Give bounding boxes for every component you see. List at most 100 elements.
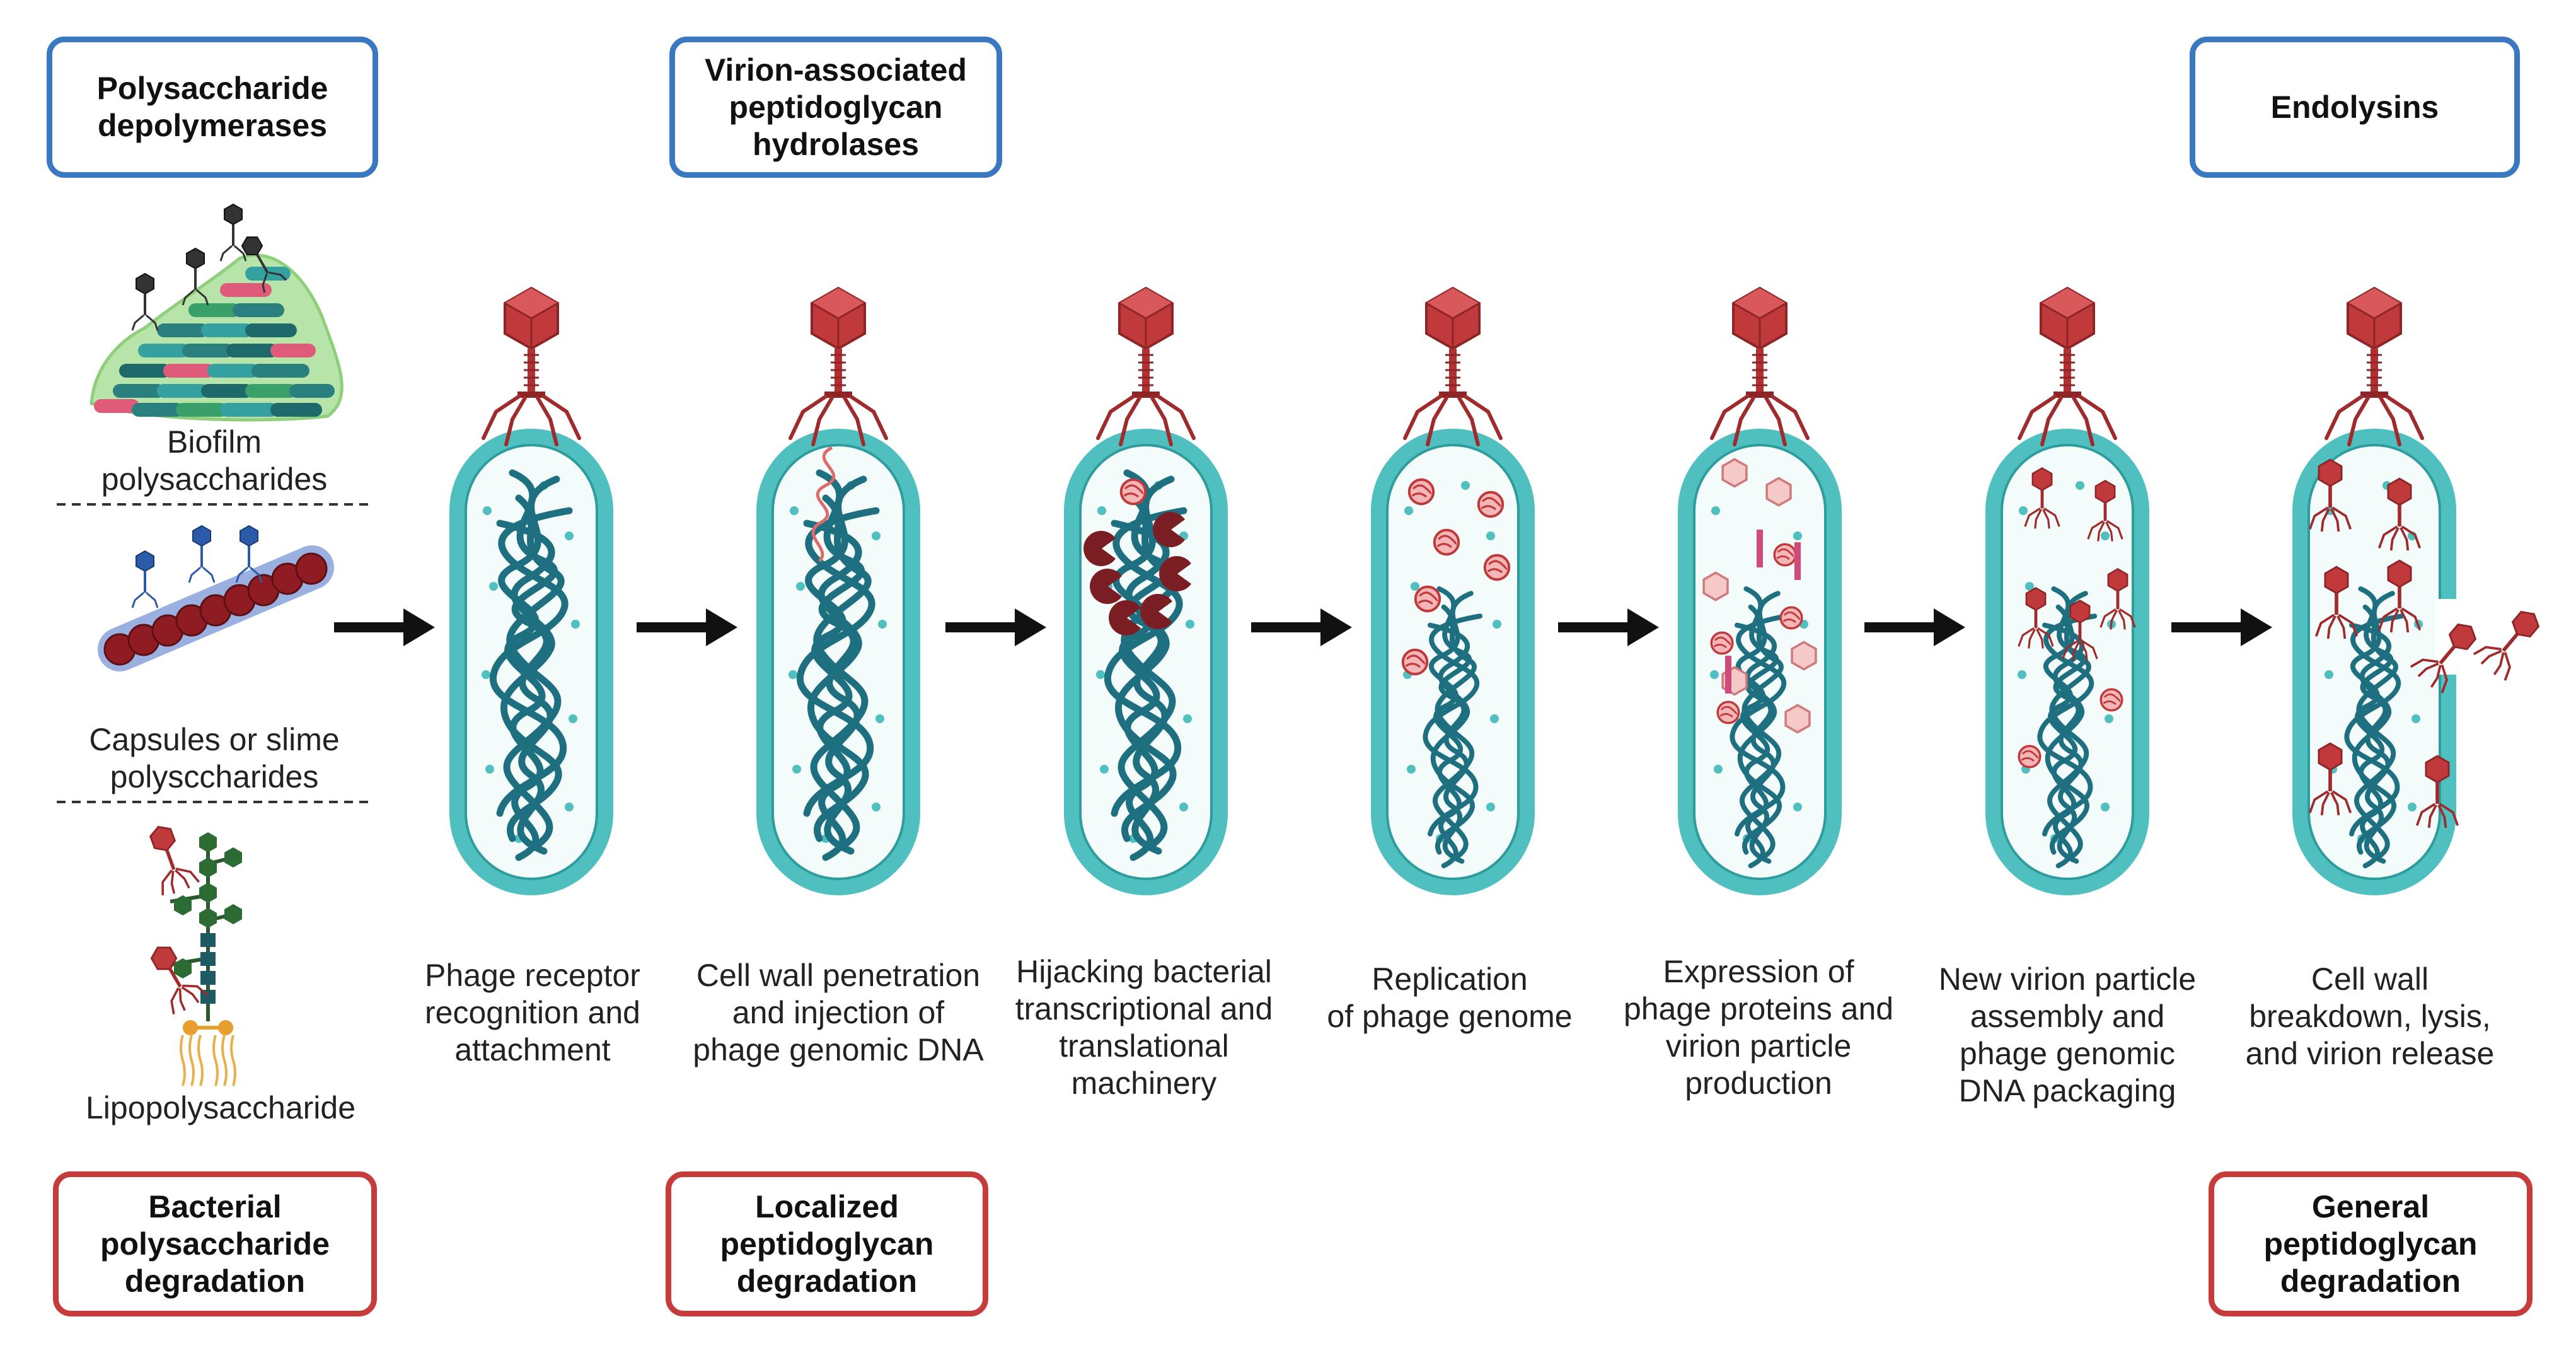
- tail-protein: [1725, 656, 1731, 694]
- step-5-caption: Expression of phage proteins and virion …: [1623, 954, 1894, 1101]
- cytoplasm-dot: [1404, 506, 1413, 515]
- step-arrow: [2171, 608, 2272, 646]
- lps-label: Lipopolysaccharide: [85, 1090, 356, 1125]
- capsid-protein: [1765, 477, 1792, 507]
- cytoplasm-dot: [1486, 803, 1495, 811]
- cytoplasm-dot: [796, 582, 805, 591]
- phage-genome: [1773, 543, 1797, 567]
- cytoplasm-dot: [2408, 803, 2417, 811]
- cytoplasm-dot: [872, 531, 881, 540]
- capsid-protein: [1784, 704, 1811, 734]
- left-dividers: [57, 503, 372, 803]
- cytoplasm-dot: [485, 765, 494, 774]
- phage: [790, 288, 886, 444]
- cytoplasm-dot: [1711, 506, 1720, 515]
- cytoplasm-dot: [878, 620, 887, 629]
- cytoplasm-dot: [1493, 620, 1501, 629]
- replicated-genome: [1403, 650, 1427, 674]
- biofilm-illustration: [90, 203, 344, 422]
- cytoplasm-dot: [1100, 765, 1109, 774]
- replicated-genome: [1479, 492, 1503, 516]
- phage-genome: [2099, 688, 2123, 712]
- cytoplasm-dot: [1186, 620, 1194, 629]
- step-6-caption: New virion particle assembly and phage g…: [1938, 961, 2197, 1108]
- cytoplasm-dot: [2105, 714, 2113, 723]
- step-4-caption: Replication of phage genome: [1327, 961, 1573, 1034]
- cytoplasm-dot: [1183, 714, 1192, 723]
- injected-dna: [811, 446, 836, 562]
- phage: [1098, 288, 1194, 444]
- step-2-caption: Cell wall penetration and injection of p…: [693, 958, 984, 1067]
- cytoplasm-dot: [1179, 803, 1188, 811]
- phage-transcript: [1121, 480, 1145, 504]
- step-1-caption: Phage receptor recognition and attachmen…: [425, 958, 640, 1067]
- phage-genome: [1716, 700, 1740, 724]
- replicated-genome: [1416, 587, 1440, 611]
- replicated-genome: [1485, 555, 1509, 579]
- cytoplasm-dot: [2411, 714, 2420, 723]
- cytoplasm-dot: [2101, 803, 2110, 811]
- cytoplasm-dot: [2025, 582, 2034, 591]
- cytoplasm-dot: [569, 714, 577, 723]
- cytoplasm-dot: [788, 670, 797, 679]
- cytoplasm-dot: [1097, 506, 1106, 515]
- replicated-genome: [1435, 530, 1458, 554]
- capsules-label: Capsules or slime polysccharides: [89, 722, 340, 794]
- cytoplasm-dot: [1096, 670, 1105, 679]
- cytoplasm-dot: [1411, 582, 1419, 591]
- phage: [2326, 288, 2422, 444]
- cytoplasm-dot: [1793, 531, 1802, 540]
- endolysins-box: Endolysins: [2190, 37, 2520, 178]
- capsid-protein: [1702, 571, 1729, 601]
- cytoplasm-dot: [1793, 803, 1802, 811]
- step-arrow: [1558, 608, 1659, 646]
- cytoplasm-dot: [482, 670, 490, 679]
- step-arrow: [637, 608, 737, 646]
- cell-4: [1371, 288, 1535, 895]
- released-virion: [2471, 600, 2551, 683]
- capsid-protein: [1791, 641, 1817, 671]
- cytoplasm-dot: [2325, 670, 2333, 679]
- phage: [2019, 288, 2115, 444]
- capsid-protein: [1721, 458, 1748, 488]
- cytoplasm-dot: [489, 582, 498, 591]
- cytoplasm-dot: [1710, 670, 1719, 679]
- general-degradation-box: General peptidoglycan degradation: [2209, 1171, 2533, 1316]
- phage-genome: [2018, 745, 2042, 769]
- step-7-caption: Cell wall breakdown, lysis, and virion r…: [2245, 961, 2495, 1071]
- cell-2: [756, 288, 920, 895]
- cytoplasm-dot: [565, 531, 574, 540]
- step-arrows: [334, 608, 2272, 646]
- cytoplasm-dot: [483, 506, 492, 515]
- step-arrow: [945, 608, 1046, 646]
- phage: [1405, 288, 1501, 444]
- cytoplasm-dot: [1714, 765, 1723, 774]
- cytoplasm-dot: [1461, 481, 1470, 490]
- tail-protein: [1794, 542, 1801, 580]
- cytoplasm-dot: [2018, 670, 2026, 679]
- cytoplasm-dot: [792, 765, 801, 774]
- step-3-caption: Hijacking bacterial transcriptional and …: [1015, 954, 1273, 1101]
- virion-hydrolases-box: Virion-associated peptidoglycan hydrolas…: [669, 37, 1002, 178]
- phage: [483, 288, 579, 444]
- phage-genome: [1710, 631, 1734, 655]
- cell-7: [2292, 288, 2551, 895]
- cytoplasm-dot: [1486, 531, 1495, 540]
- biofilm-label: Biofilm polysaccharides: [101, 424, 328, 497]
- depolymerases-box: Polysaccharide depolymerases: [47, 37, 378, 178]
- cytoplasm-dot: [872, 803, 881, 811]
- step-arrow: [1864, 608, 1965, 646]
- lps-illustration: [139, 819, 242, 1086]
- cytoplasm-dot: [565, 803, 574, 811]
- cell-5: [1678, 288, 1842, 895]
- cell-6: [1985, 288, 2149, 895]
- cytoplasm-dot: [790, 506, 799, 515]
- cytoplasm-dot: [1407, 765, 1416, 774]
- cytoplasm-dot: [2076, 481, 2084, 490]
- capsule-illustration: [98, 525, 334, 671]
- phage: [1712, 288, 1808, 444]
- cytoplasm-dot: [2101, 531, 2110, 540]
- bacterial-degradation-box: Bacterial polysaccharide degradation: [53, 1171, 377, 1316]
- localized-degradation-box: Localized peptidoglycan degradation: [666, 1171, 988, 1316]
